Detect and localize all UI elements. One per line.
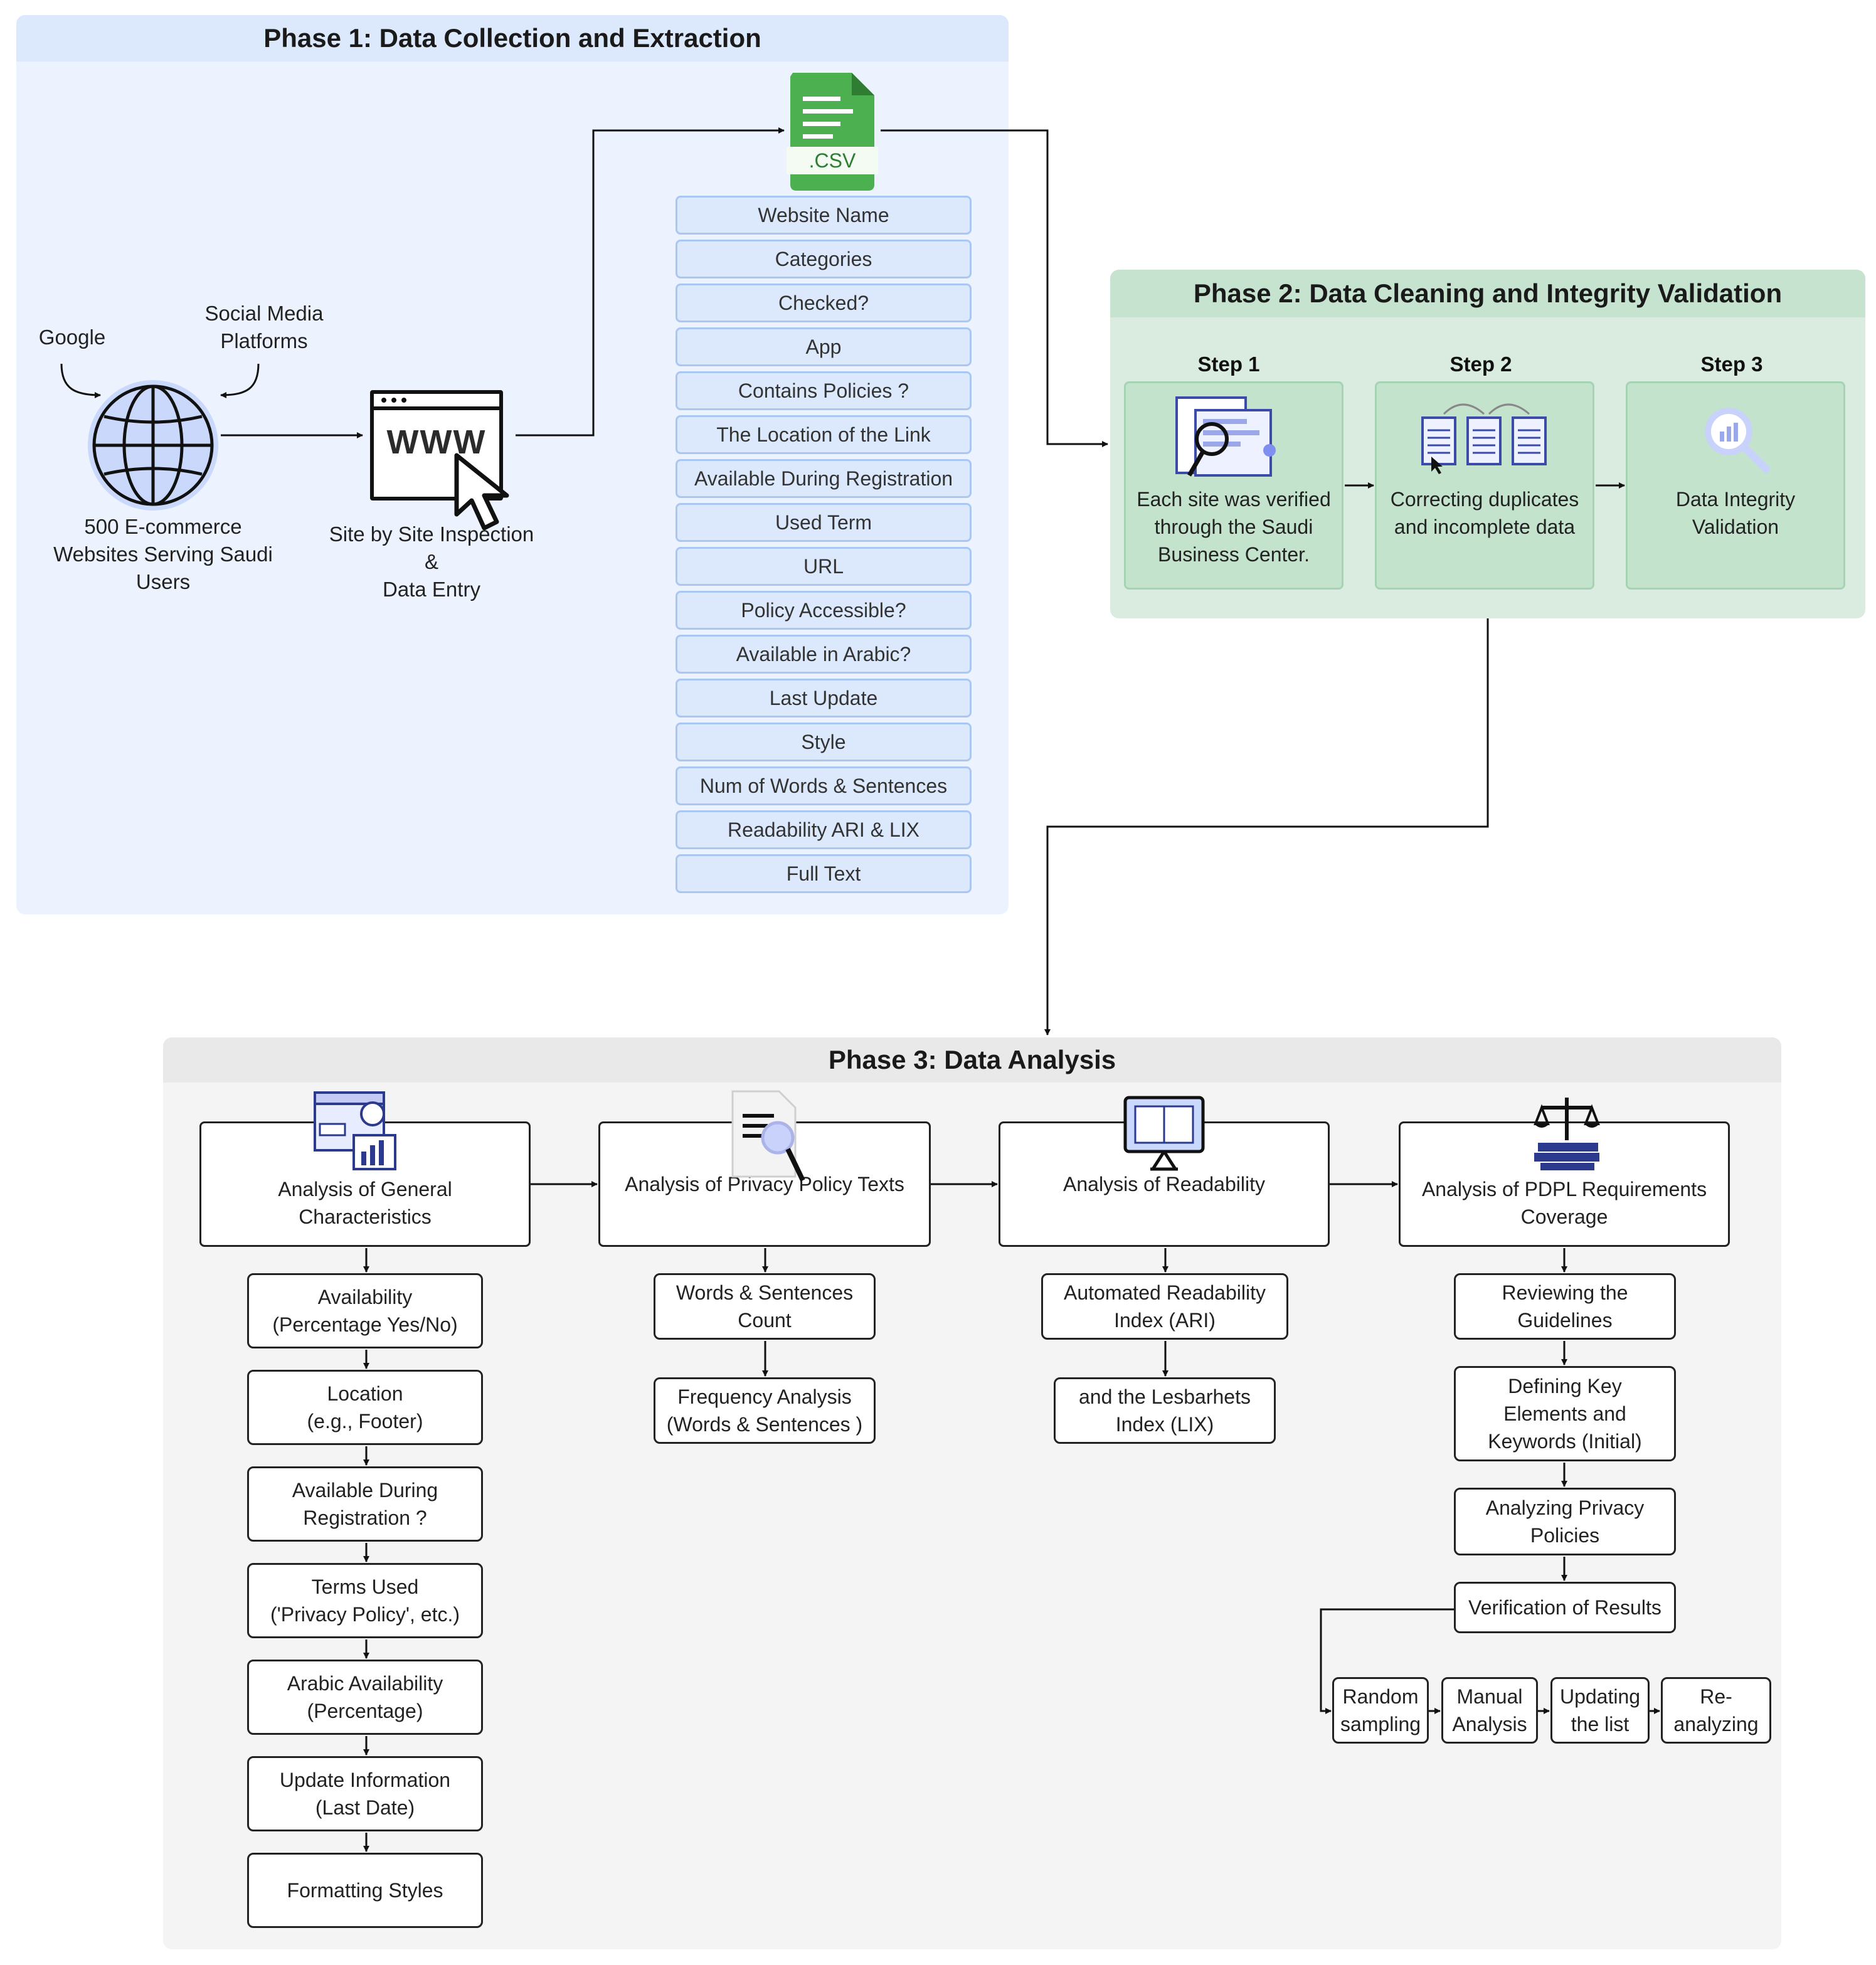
- general-characteristic-item: Location(e.g., Footer): [247, 1370, 483, 1445]
- phase2-title: Phase 2: Data Cleaning and Integrity Val…: [1110, 270, 1865, 317]
- step2-box: [1375, 381, 1594, 590]
- magnifier-chart-icon: [1705, 408, 1770, 473]
- general-characteristic-item: Arabic Availability(Percentage): [247, 1660, 483, 1735]
- social-media-label: Social Media Platforms: [204, 302, 324, 352]
- analytics-dashboard-icon: [314, 1091, 396, 1170]
- csv-field-item: Full Text: [676, 854, 972, 893]
- inspection-caption: Site by Site Inspection & Data Entry: [329, 522, 534, 601]
- csv-field-item: Style: [676, 723, 972, 761]
- step3-title: Step 3: [1700, 352, 1763, 376]
- csv-field-item: Contains Policies ?: [676, 371, 972, 410]
- general-characteristic-item: Formatting Styles: [247, 1853, 483, 1928]
- cursor-icon: [454, 453, 509, 531]
- csv-field-item: Policy Accessible?: [676, 591, 972, 630]
- csv-field-item: Num of Words & Sentences: [676, 766, 972, 805]
- csv-field-item: Last Update: [676, 679, 972, 718]
- pdpl-analysis-item: Verification of Results: [1454, 1582, 1676, 1633]
- csv-field-item: App: [676, 327, 972, 366]
- csv-field-item: Available During Registration: [676, 459, 972, 498]
- google-label: Google: [38, 326, 106, 349]
- verification-step-item: Re-analyzing: [1661, 1677, 1771, 1744]
- csv-field-item: Checked?: [676, 283, 972, 322]
- general-characteristic-item: Update Information(Last Date): [247, 1756, 483, 1831]
- csv-field-item: Categories: [676, 240, 972, 278]
- general-characteristic-item: Availability(Percentage Yes/No): [247, 1273, 483, 1348]
- csv-file-icon: [787, 73, 878, 191]
- phase1-title: Phase 1: Data Collection and Extraction: [16, 15, 1009, 61]
- step1-text: Each site was verified through the Saudi…: [1137, 488, 1331, 566]
- csv-field-item: URL: [676, 547, 972, 586]
- csv-field-item: Used Term: [676, 503, 972, 542]
- step1-title: Step 1: [1197, 352, 1260, 376]
- monitor-book-icon: [1123, 1096, 1205, 1171]
- csv-field-item: Readability ARI & LIX: [676, 810, 972, 849]
- documents-icon: [1421, 403, 1547, 474]
- csv-field-item: Website Name: [676, 196, 972, 235]
- general-characteristic-item: Terms Used('Privacy Policy', etc.): [247, 1563, 483, 1638]
- phase3-title: Phase 3: Data Analysis: [163, 1037, 1781, 1083]
- step3-text: Data Integrity Validation: [1675, 488, 1796, 538]
- text-analysis-item: Frequency Analysis(Words & Sentences ): [654, 1377, 876, 1444]
- scales-of-justice-icon: [1534, 1098, 1600, 1170]
- csv-field-item: The Location of the Link: [676, 415, 972, 454]
- step2-title: Step 2: [1449, 352, 1512, 376]
- csv-field-item: Available in Arabic?: [676, 635, 972, 674]
- document-inspection-icon: [1175, 396, 1276, 477]
- step2-text: Correcting duplicates and incomplete dat…: [1390, 488, 1579, 538]
- document-search-icon: [731, 1090, 805, 1182]
- globe-caption: 500 E-commerce Websites Serving Saudi Us…: [53, 515, 273, 593]
- globe-icon: [88, 380, 218, 511]
- csv-label: .CSV: [808, 149, 856, 172]
